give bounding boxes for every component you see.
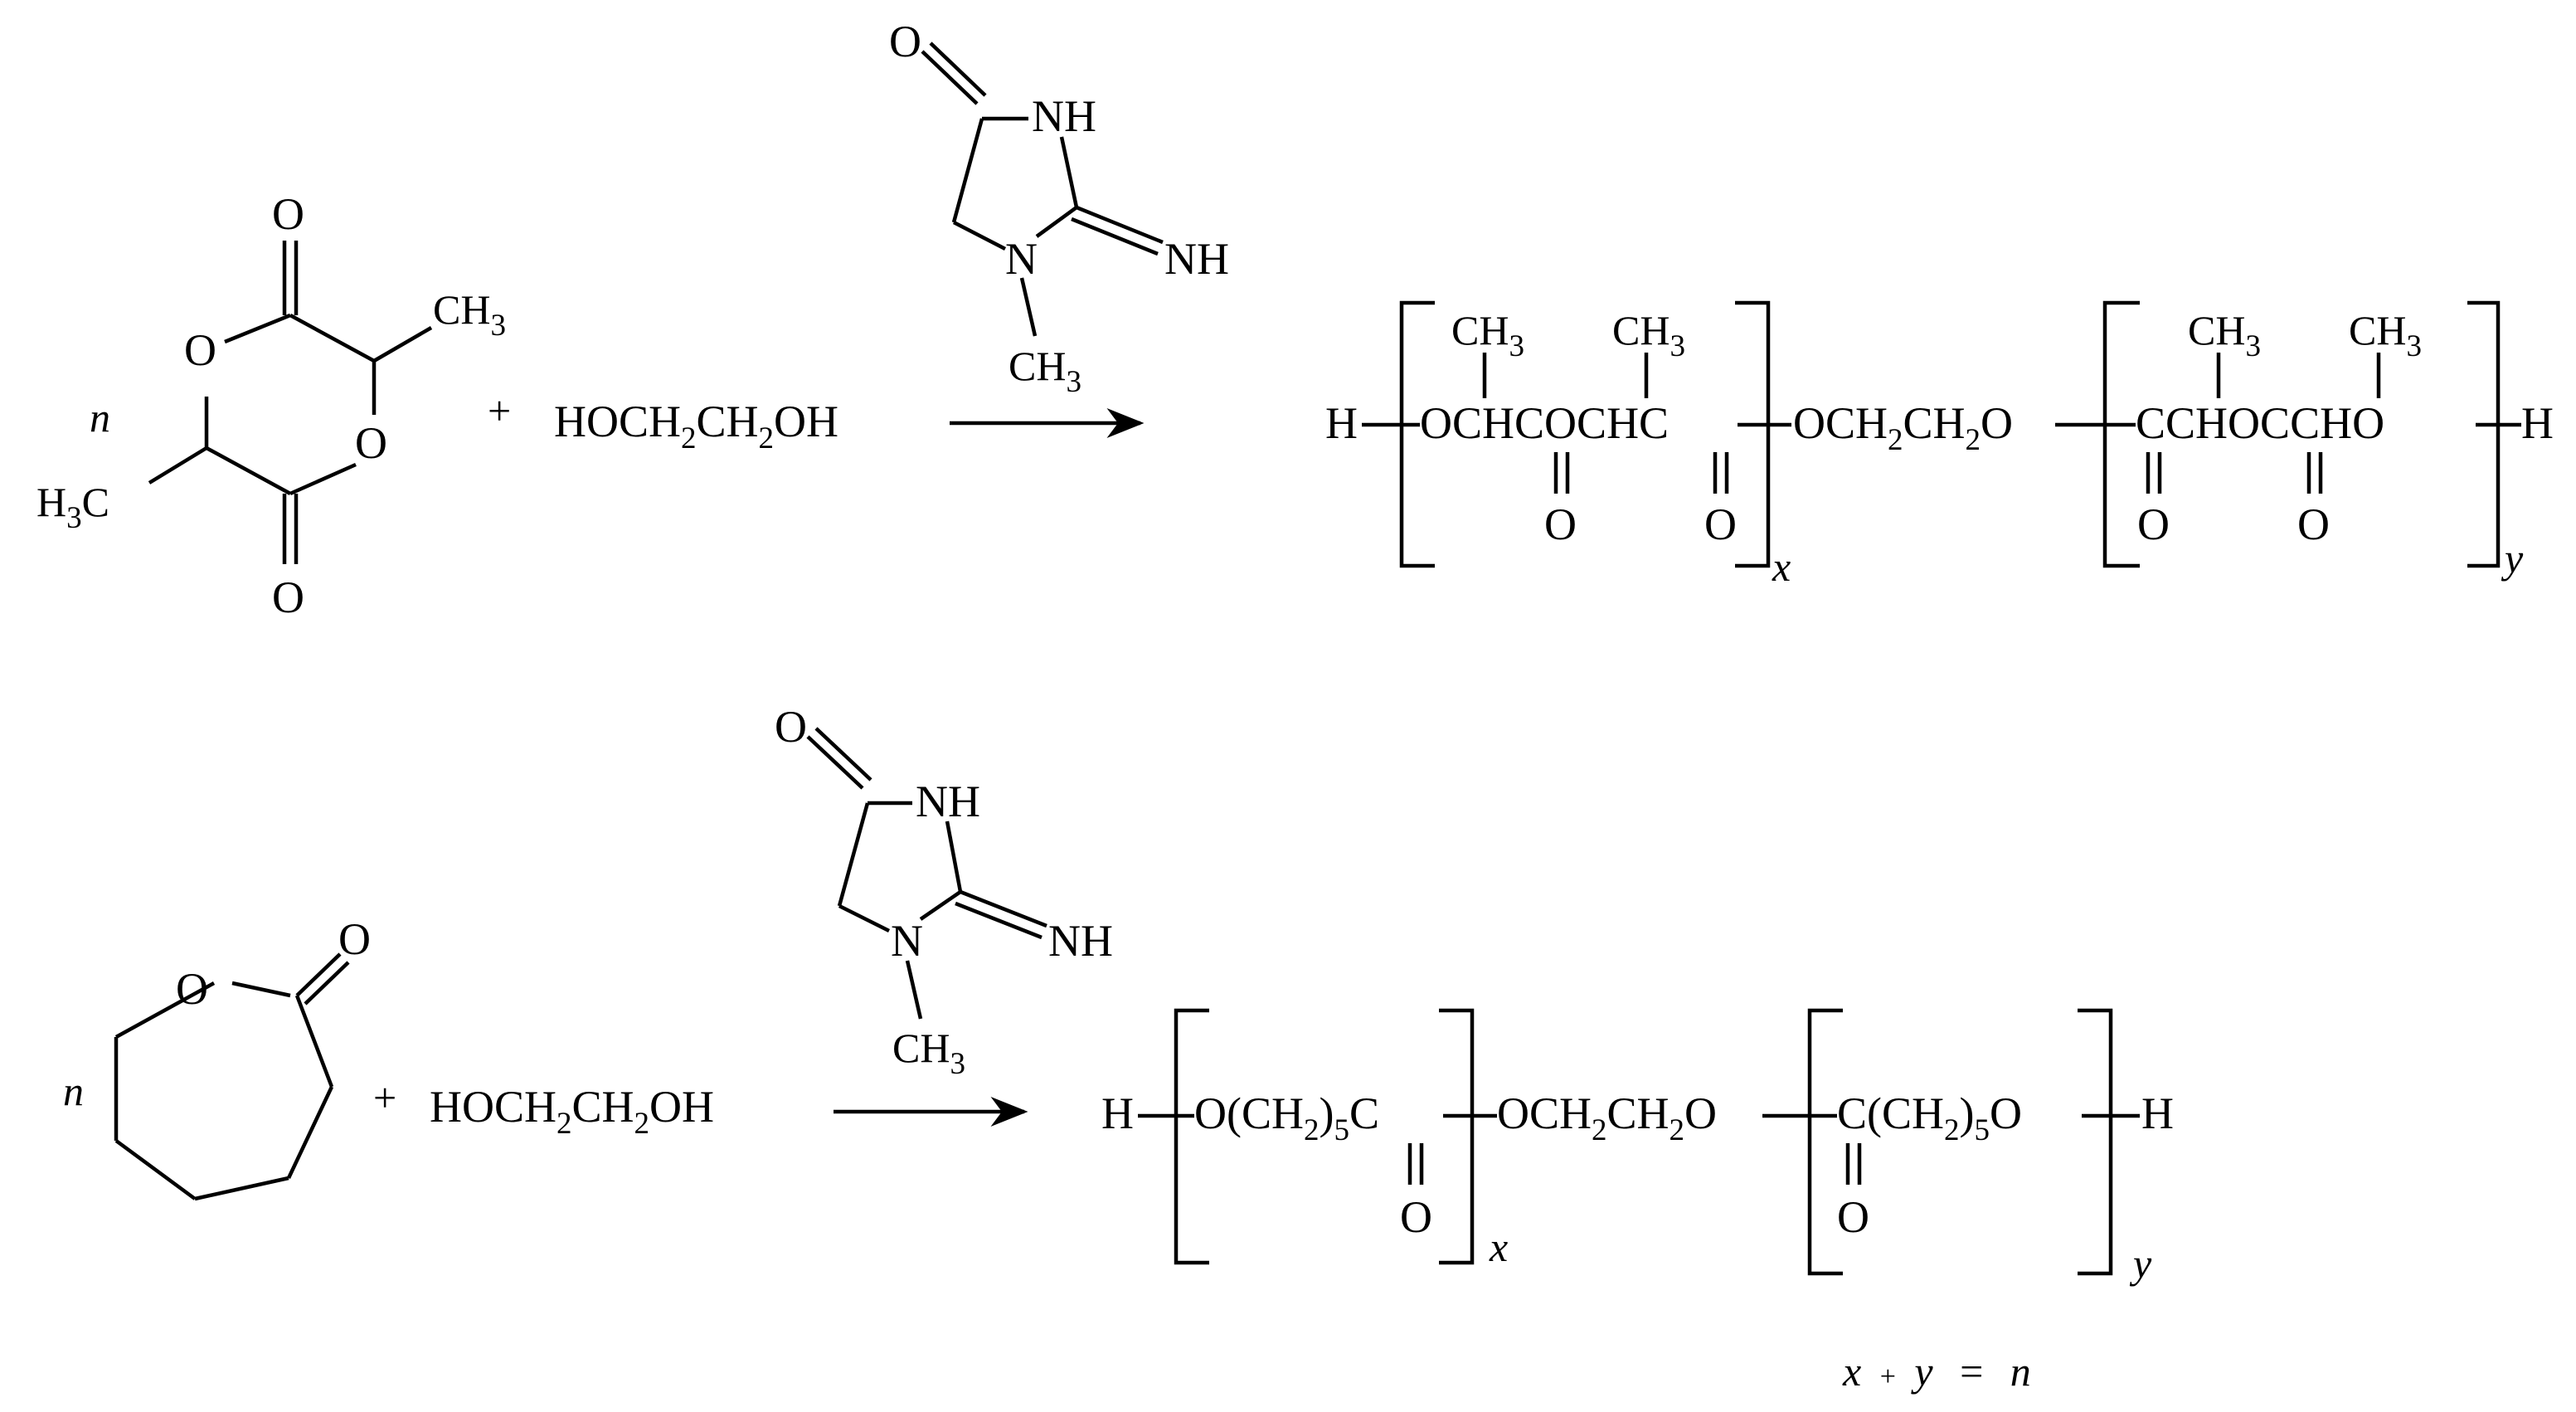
product-1-unit-x: OCHCOCHC (1420, 398, 1669, 448)
product-1-methyl-y1: CH3 (2188, 307, 2261, 363)
product-2-end-h-right: H (2141, 1088, 2174, 1138)
product-2-end-h-left: H (1101, 1088, 1134, 1138)
product-2-carbonyl-y: O (1837, 1192, 1869, 1242)
caprolactone-coefficient: n (63, 1068, 84, 1114)
ethylene-glycol-2: HOCH2CH2OH (430, 1082, 714, 1141)
catalyst-2-n: N (891, 916, 923, 966)
product-1-methyl-x2: CH3 (1612, 307, 1685, 363)
ethylene-glycol-1: HOCH2CH2OH (554, 397, 838, 455)
catalyst-1-n: N (1005, 234, 1038, 284)
catalyst-1-nh-ring: NH (1032, 91, 1096, 141)
product-1-linker: OCH2CH2O (1793, 398, 2013, 457)
product-1-end-h-left: H (1325, 398, 1358, 448)
product-1-carbonyl-x2: O (1704, 499, 1737, 549)
lactide-structure: n O O O O CH3 H3C (36, 189, 506, 622)
catalyst-2-nh-imine: NH (1048, 916, 1113, 966)
product-1-subscript-y: y (2501, 535, 2524, 582)
pcl-product: H O(CH2)5C O x OCH2CH2O C(CH2)5O O y H (1101, 1008, 2174, 1287)
product-1-carbonyl-x1: O (1544, 499, 1577, 549)
creatinine-catalyst-2: O NH NH N CH3 (775, 702, 1113, 1081)
catalyst-2-o: O (775, 702, 807, 752)
lactide-methyl-right: CH3 (433, 286, 506, 343)
product-1-methyl-y2: CH3 (2349, 307, 2422, 363)
product-2-subscript-x: x (1489, 1224, 1508, 1270)
product-1-carbonyl-y1: O (2137, 499, 2170, 549)
relation-x-plus-y-equals-n: x + y = n (1842, 1348, 2031, 1395)
catalyst-2-methyl: CH3 (892, 1025, 965, 1081)
catalyst-2-nh-ring: NH (916, 777, 980, 826)
product-1-end-h-right: H (2521, 398, 2554, 448)
pla-product: H OCHCOCHC CH3 CH3 O O x OCH2CH2O (1325, 300, 2554, 590)
lactide-carbonyl-o-top: O (272, 189, 304, 239)
lactide-ring-o-right: O (355, 418, 387, 468)
lactide-coefficient: n (90, 394, 110, 441)
plus-sign-1: + (488, 387, 511, 434)
plus-sign-2: + (373, 1074, 396, 1121)
product-2-carbonyl-x: O (1400, 1192, 1432, 1242)
lactide-ring-o-left: O (184, 325, 216, 375)
product-2-subscript-y: y (2129, 1240, 2152, 1287)
catalyst-1-o: O (889, 17, 921, 66)
caprolactone-structure: n O O (63, 914, 371, 1201)
product-2-unit-y: C(CH2)5O (1837, 1088, 2022, 1147)
caprolactone-carbonyl-o: O (338, 914, 371, 964)
reaction-2: n O O + HOCH2CH2OH O (63, 702, 2174, 1287)
creatinine-catalyst-1: O NH NH N CH3 (889, 17, 1229, 399)
reaction-1: n O O O O CH3 H3C + H OCH2CH2O (36, 17, 2554, 622)
product-2-linker: OCH2CH2O (1497, 1088, 1717, 1147)
catalyst-1-nh-imine: NH (1164, 234, 1229, 284)
product-1-carbonyl-y2: O (2297, 499, 2330, 549)
product-1-methyl-x1: CH3 (1451, 307, 1524, 363)
product-2-unit-x: O(CH2)5C (1194, 1088, 1379, 1147)
product-1-subscript-x: x (1772, 543, 1791, 590)
caprolactone-ring-o: O (176, 964, 208, 1014)
lactide-methyl-left: H3C (36, 479, 109, 535)
product-1-unit-y: CCHOCCHO (2136, 398, 2384, 448)
catalyst-1-methyl: CH3 (1009, 343, 1081, 399)
lactide-carbonyl-o-bottom: O (272, 572, 304, 622)
